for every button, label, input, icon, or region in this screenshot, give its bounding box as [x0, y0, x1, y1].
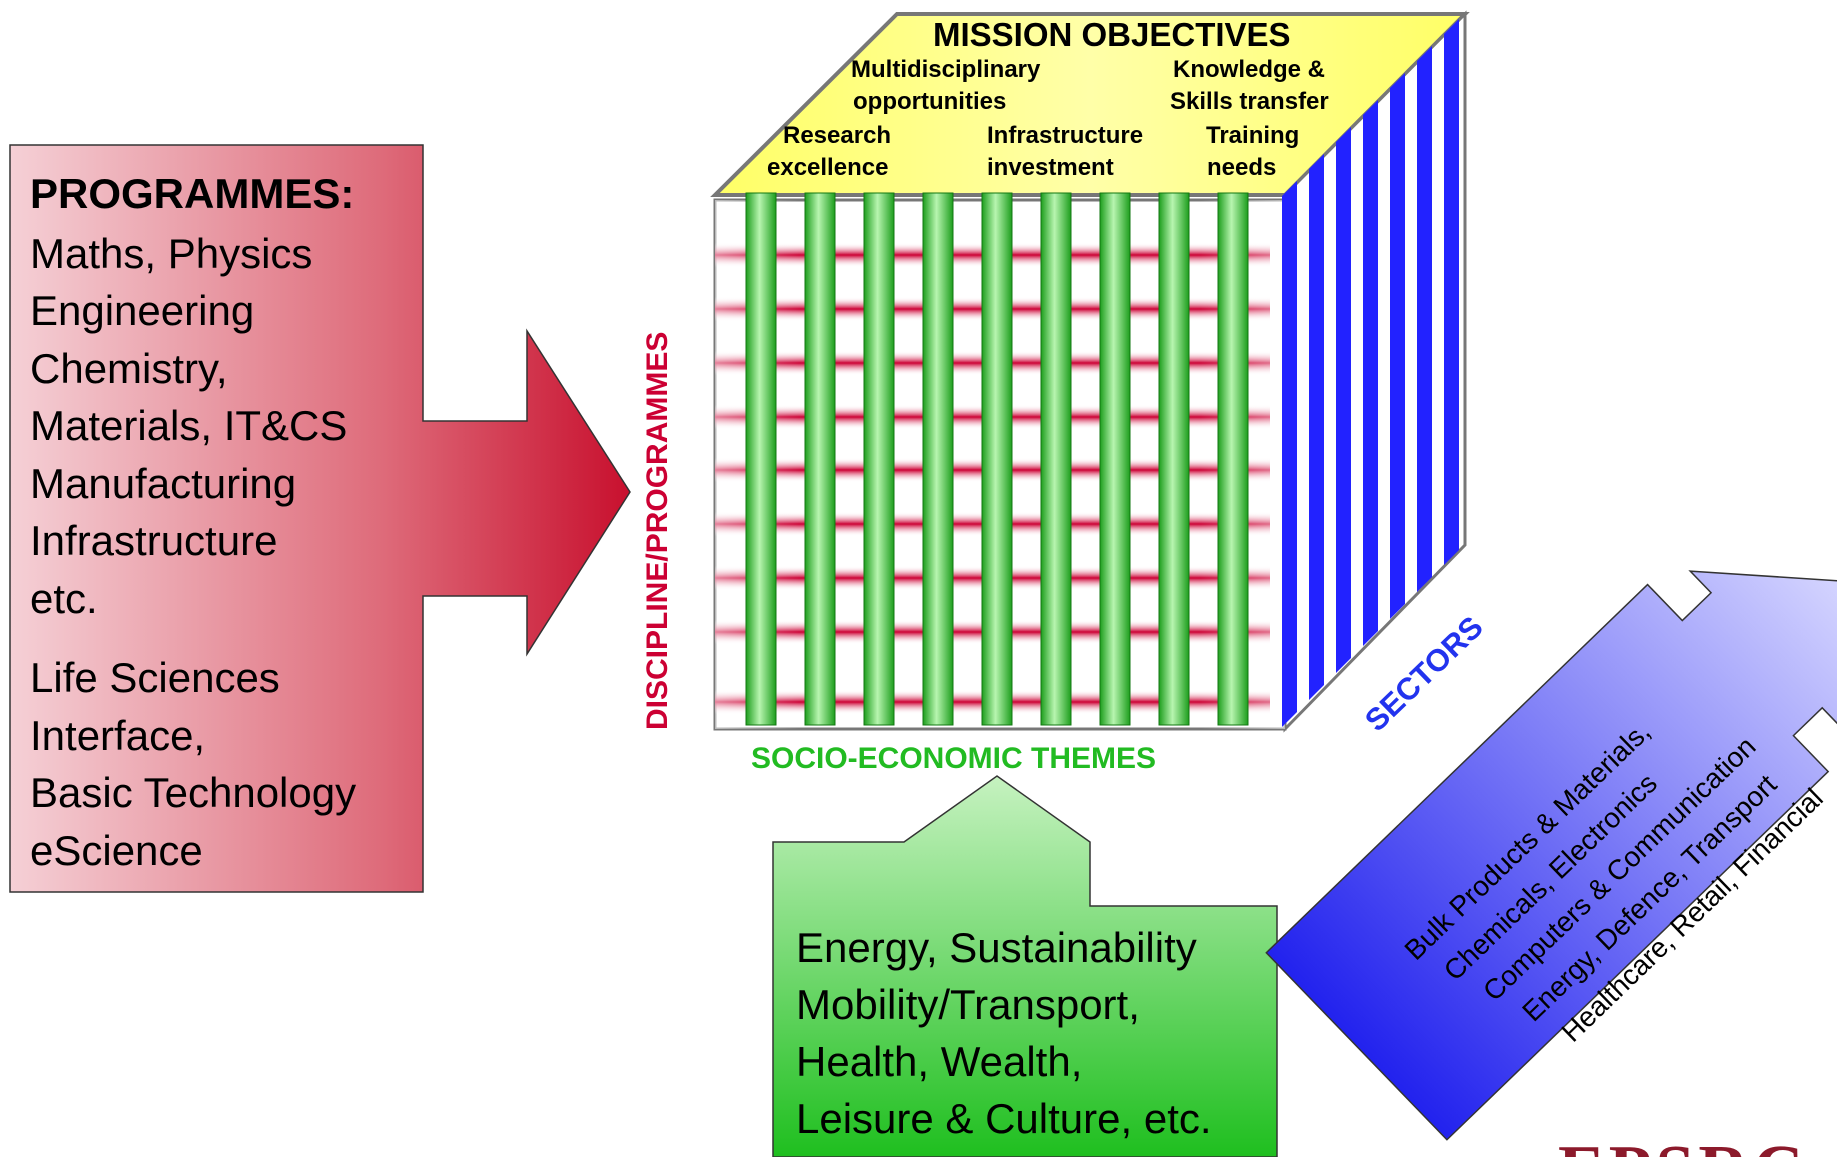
theme-item: Leisure & Culture, etc.	[796, 1095, 1212, 1142]
programmes-heading: PROGRAMMES:	[30, 170, 355, 217]
objective-line: Research	[783, 122, 892, 149]
programme-item: eScience	[30, 826, 203, 874]
programme-item: Engineering	[30, 287, 255, 334]
programmes-arrow	[9, 144, 631, 893]
programme-gap	[30, 627, 356, 649]
discipline-axis-label: DISCIPLINE/PROGRAMMES	[641, 331, 674, 730]
objective-line: Training	[1206, 122, 1300, 149]
programme-item: Manufacturing	[30, 459, 297, 507]
themes-arrow	[772, 775, 1278, 1157]
objective-infrastructure: Infrastructure investment	[987, 120, 1143, 184]
programme-item: Chemistry,	[30, 344, 228, 392]
theme-bars	[745, 192, 1249, 726]
programme-item: Infrastructure	[30, 517, 278, 564]
objective-line: needs	[1207, 154, 1277, 181]
objective-line: Infrastructure	[987, 122, 1144, 149]
logo-text: EPSRC	[1558, 1136, 1837, 1157]
programmes-list: PROGRAMMES: Maths, Physics Engineering C…	[30, 165, 356, 879]
objective-line: investment	[987, 154, 1114, 181]
programme-item: etc.	[30, 574, 98, 622]
objective-research: Research excellence	[767, 120, 891, 184]
objective-line: Skills transfer	[1170, 88, 1329, 115]
programme-item: Interface,	[30, 711, 206, 759]
objective-line: Multidisciplinary	[851, 56, 1041, 83]
theme-item: Energy, Sustainability	[796, 924, 1197, 971]
mission-objectives-title: MISSION OBJECTIVES	[933, 16, 1291, 53]
programme-item: Materials, IT&CS	[30, 402, 348, 449]
objective-knowledge: Knowledge & Skills transfer	[1170, 54, 1329, 118]
objective-training: Training needs	[1206, 120, 1299, 184]
programme-item: Maths, Physics	[30, 229, 313, 277]
programme-item: Basic Technology	[30, 769, 357, 816]
theme-item: Mobility/Transport,	[796, 981, 1140, 1028]
epsrc-logo: EPSRC	[1558, 1136, 1837, 1157]
objective-line: opportunities	[853, 88, 1007, 115]
objective-line: excellence	[767, 154, 889, 181]
socio-economic-axis-label: SOCIO-ECONOMIC THEMES	[751, 742, 1157, 775]
theme-item: Health, Wealth,	[796, 1038, 1083, 1085]
objective-multidisciplinary: Multidisciplinary opportunities	[851, 54, 1040, 118]
themes-list: Energy, Sustainability Mobility/Transpor…	[796, 919, 1212, 1147]
objective-line: Knowledge &	[1173, 56, 1326, 83]
programme-item: Life Sciences	[30, 654, 280, 701]
sector-bars	[1282, 19, 1459, 727]
sectors-arrow	[1265, 570, 1837, 1141]
